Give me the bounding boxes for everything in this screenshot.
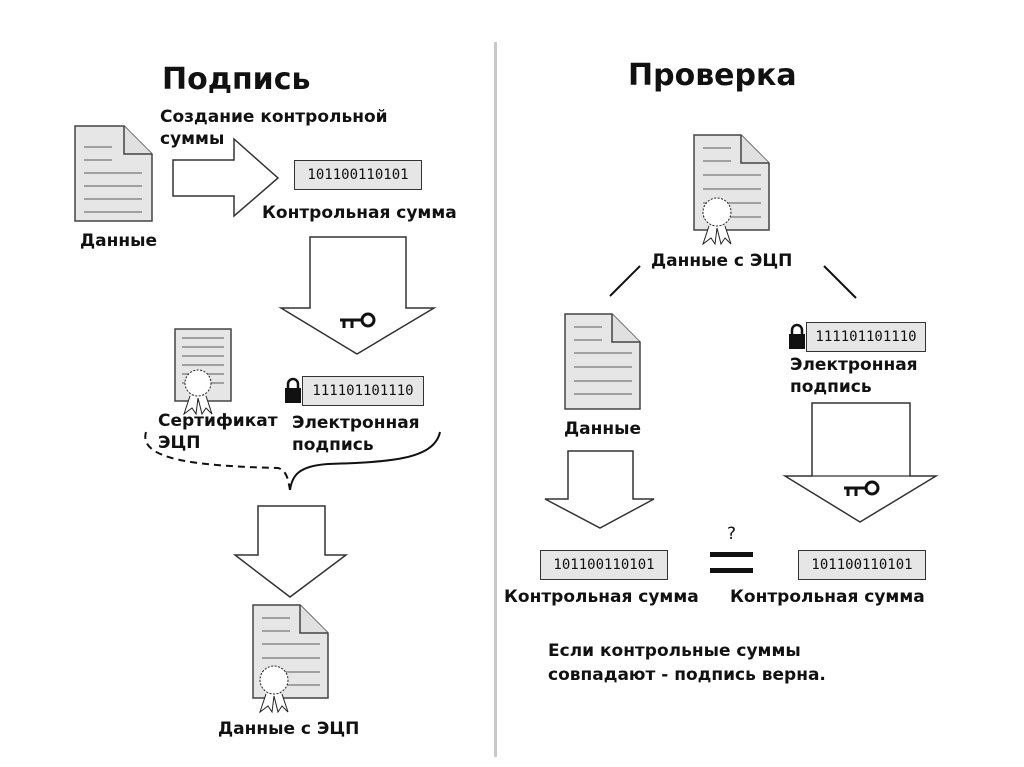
checksum-box: 101100110101 [294,160,422,190]
combine-brace [144,431,441,491]
arrow-down-key-icon [278,236,437,355]
split-lines [609,265,857,299]
data-label: Данные [80,231,158,251]
document-icon [74,125,153,222]
verify-title: Проверка [628,58,797,93]
signed-data-label: Данные с ЭЦП [651,251,793,271]
verify-signature-label-1: Электронная [790,355,918,375]
checksum-left-box: 101100110101 [540,550,668,580]
sign-title: Подпись [162,62,311,97]
verify-signature-box: 111101101110 [806,322,926,352]
section-divider [494,42,497,757]
verify-signature-label-2: подпись [790,377,872,397]
document-icon [564,313,641,410]
compare-question-mark: ? [727,524,737,544]
signed-document-icon [693,134,770,246]
checksum-left-label: Контрольная сумма [504,587,699,607]
signature-box: 111101101110 [302,376,424,406]
certificate-label-2: ЭЦП [158,433,201,453]
arrow-down-icon [232,505,349,598]
create-checksum-label-1: Создание контрольной [160,107,388,127]
certificate-label-1: Сертификат [158,411,278,431]
signature-label-1: Электронная [292,413,420,433]
checksum-label: Контрольная сумма [262,203,457,223]
lock-icon [789,323,805,349]
conclusion-line-2: совпадают - подпись верна. [548,665,826,685]
arrow-down-icon [544,450,655,529]
arrow-down-key-icon [782,402,939,523]
result-label: Данные с ЭЦП [218,719,360,739]
verify-data-label: Данные [564,419,642,439]
arrow-right-icon [172,137,280,218]
conclusion-line-1: Если контрольные суммы [548,641,801,661]
signed-document-icon [252,604,329,714]
checksum-right-box: 101100110101 [798,550,926,580]
key-icon [844,480,880,496]
lock-icon [285,377,301,403]
key-icon [340,312,376,328]
equals-sign [710,552,753,573]
checksum-right-label: Контрольная сумма [730,587,925,607]
certificate-icon [174,328,232,416]
create-checksum-label-2: суммы [160,129,225,149]
signature-label-2: подпись [292,435,374,455]
